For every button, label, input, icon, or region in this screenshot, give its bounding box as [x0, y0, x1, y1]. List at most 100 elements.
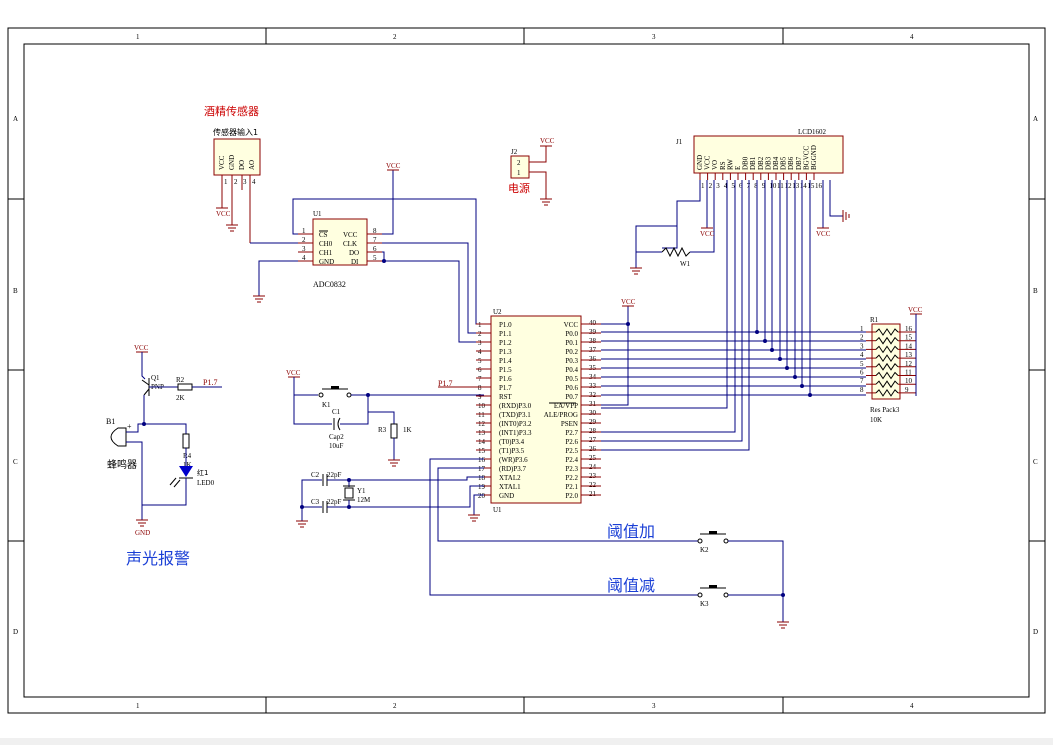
reset-c1-value: 10uF [329, 442, 344, 450]
respack-left-num: 7 [860, 377, 864, 385]
col-label-2: 2 [393, 33, 397, 41]
mcu-right-pin: VCC [564, 321, 579, 329]
alarm-r4: R4 [183, 452, 192, 460]
sensor-pin-num-1: 1 [224, 178, 228, 186]
mcu-left-pin: P1.4 [499, 357, 512, 365]
alarm-vcc-label: VCC [134, 344, 149, 352]
mcu-left-pin: XTAL2 [499, 474, 521, 482]
alarm-r2: R2 [176, 376, 185, 384]
respack-designator: R1 [870, 316, 879, 324]
mcu-net-p17: P1.7 [438, 379, 452, 388]
title-frame: 1 2 3 4 1 2 3 4 A B C D A B C D [7, 27, 1046, 714]
adc-num-2: 2 [302, 236, 306, 244]
respack-left-num: 3 [860, 342, 864, 350]
adc-num-4: 4 [302, 254, 306, 262]
mcu-left-pin: (RXD)P3.0 [499, 402, 532, 410]
crystal-y1: Y1 [357, 487, 366, 495]
respack-right-num: 9 [905, 386, 909, 394]
lcd-part: LCD1602 [798, 128, 827, 136]
mcu-right-pin: P0.6 [565, 384, 578, 392]
mcu-right-num: 40 [589, 319, 597, 327]
mcu-right-pin: P2.0 [565, 492, 578, 500]
mcu-right-pin: P2.3 [565, 465, 578, 473]
lcd-pin-label: VCC [704, 155, 712, 170]
adc-pin-ch1: CH1 [319, 249, 333, 257]
col-label-4b: 4 [910, 702, 914, 710]
lcd-pin-label: DB3 [764, 156, 772, 170]
alarm-circuit: VCC Q1 PNP R2 2K P1.7 B1 + 蜂鸣器 R4 1K 红1 … [106, 344, 222, 568]
mcu-right-pin: P0.5 [565, 375, 578, 383]
respack-right-num: 14 [905, 342, 913, 350]
lcd-vcc-label-2: VCC [816, 230, 831, 238]
alarm-buzzer-plus: + [127, 422, 132, 431]
respack-right-num: 13 [905, 351, 913, 359]
mcu-right-num: 36 [589, 355, 597, 363]
mcu-designator-top: U2 [493, 308, 502, 316]
power-designator: J2 [511, 148, 518, 156]
power-connector: J2 2 1 VCC 电源 [508, 137, 555, 206]
alarm-led-part: LED0 [197, 479, 215, 487]
mcu-right-pin: PSEN [561, 420, 578, 428]
mcu-right-pin: P0.1 [565, 339, 578, 347]
mcu-right-num: 27 [589, 436, 597, 444]
lcd-pin-label: DB0 [742, 156, 750, 170]
col-label-3: 3 [652, 33, 656, 41]
lcd-pin-label: VO [711, 160, 719, 170]
mcu-right-num: 21 [589, 490, 597, 498]
mcu-right-pin: P2.2 [565, 474, 578, 482]
adc-num-8: 8 [373, 227, 377, 235]
alarm-led: 红1 [197, 468, 208, 477]
adc-num-6: 6 [373, 245, 377, 253]
sensor-pin-vcc: VCC [218, 155, 226, 170]
adc-num-3: 3 [302, 245, 306, 253]
alarm-gnd: GND [135, 529, 150, 537]
row-label-d: D [13, 628, 18, 636]
sensor-connector-body [213, 138, 261, 176]
mcu-right-num: 33 [589, 382, 597, 390]
adc-body [312, 218, 368, 266]
mcu-right-num: 38 [589, 337, 597, 345]
adc-num-7: 7 [373, 236, 377, 244]
mcu-body [490, 315, 582, 504]
respack-right-num: 16 [905, 325, 913, 333]
lcd-pin-number: 8 [754, 182, 758, 190]
mcu-left-pin: GND [499, 492, 514, 500]
p0-bus [601, 330, 866, 397]
crystal-c3-value: 22pF [327, 498, 342, 506]
mcu-left-num: 4 [478, 348, 482, 356]
respack-right-num: 12 [905, 360, 913, 368]
mcu-right-num: 39 [589, 328, 597, 336]
sensor-pin-ao: AO [248, 160, 256, 170]
power-pin-1: 1 [517, 169, 521, 177]
mcu-right-pin: P2.5 [565, 447, 578, 455]
alarm-buzzer-label: 蜂鸣器 [107, 458, 137, 471]
mcu-left-num: 17 [478, 465, 486, 473]
sensor-pin-num-3: 3 [243, 178, 247, 186]
mcu-right-pin: P2.1 [565, 483, 578, 491]
mcu-right-num: 30 [589, 409, 597, 417]
lcd-pin-number: 14 [800, 182, 808, 190]
mcu-left-num: 12 [478, 420, 486, 428]
lcd-pin-label: DB5 [780, 156, 788, 170]
mcu-right-num: 24 [589, 463, 597, 471]
adc-pin-do: DO [349, 249, 359, 257]
reset-r3: R3 [378, 426, 387, 434]
mcu-left-num: 1 [478, 321, 482, 329]
adc-pin-cs: CS [319, 231, 328, 239]
mcu-left-num: 15 [478, 447, 486, 455]
mcu-left-num: 3 [478, 339, 482, 347]
mcu-left-num: 7 [478, 375, 482, 383]
lcd-pin-label: DB7 [795, 156, 803, 170]
mcu-left-pin: RST [499, 393, 513, 401]
lcd-pin-number: 16 [815, 182, 823, 190]
lcd-pin-number: 12 [785, 182, 793, 190]
row-label-d-r: D [1033, 628, 1038, 636]
lcd-body [693, 135, 844, 174]
lcd-pin-number: 3 [716, 182, 720, 190]
mcu-left-pin: P1.0 [499, 321, 512, 329]
adc-pin-vcc: VCC [343, 231, 358, 239]
sensor-pin-do: DO [238, 160, 246, 170]
respack-right-num: 15 [905, 334, 913, 342]
